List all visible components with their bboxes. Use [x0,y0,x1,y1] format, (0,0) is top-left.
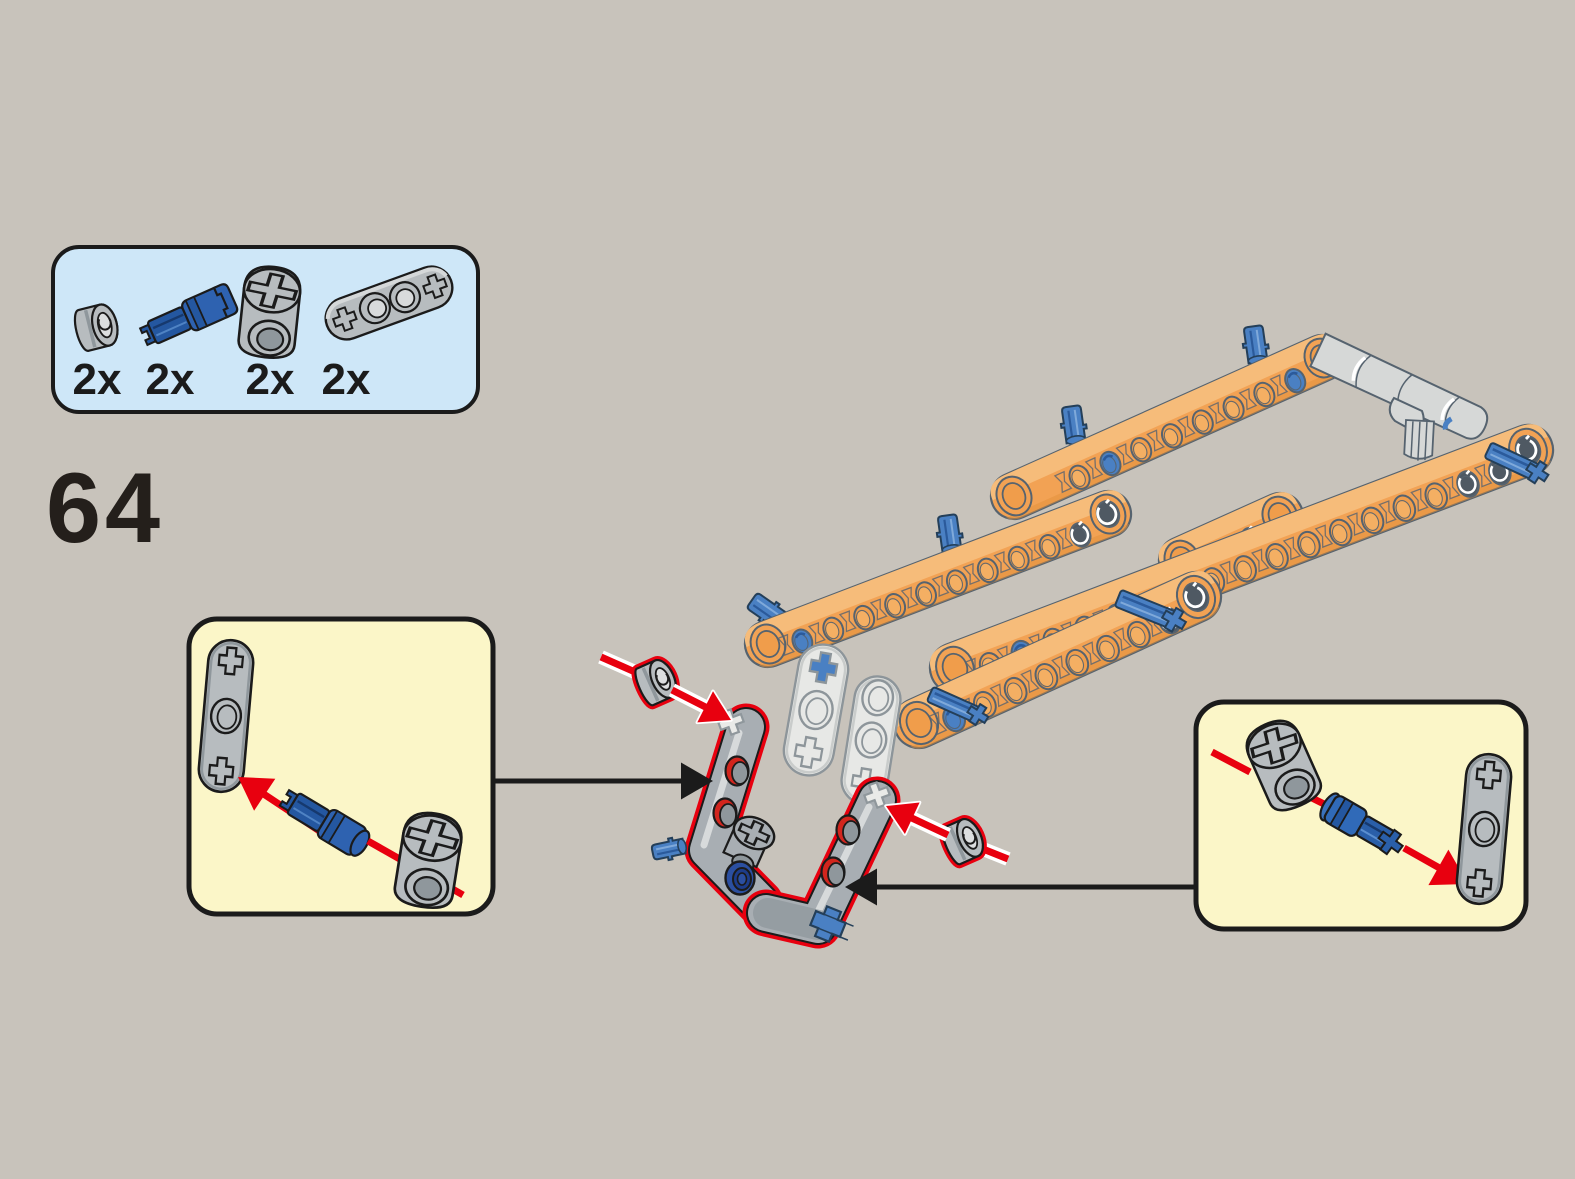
svg-text:2x: 2x [246,355,295,404]
svg-text:2x: 2x [322,355,371,404]
svg-text:64: 64 [46,452,164,563]
svg-text:2x: 2x [146,355,195,404]
svg-text:2x: 2x [73,355,122,404]
